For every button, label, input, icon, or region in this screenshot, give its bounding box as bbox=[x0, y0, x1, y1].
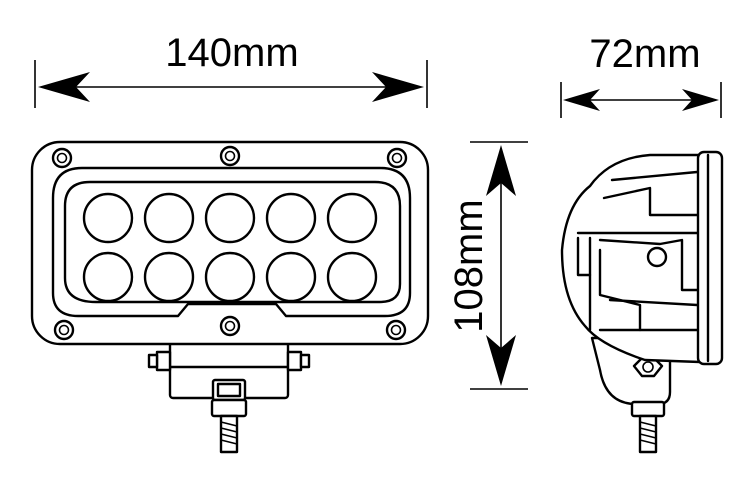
screw-icon bbox=[385, 319, 407, 341]
led-lens bbox=[326, 192, 378, 244]
width-label: 140mm bbox=[165, 31, 298, 75]
height-label: 108mm bbox=[447, 199, 491, 332]
side-vent-hole bbox=[646, 246, 668, 268]
led-lens bbox=[265, 251, 317, 303]
led-lens bbox=[143, 251, 195, 303]
led-lens bbox=[204, 251, 256, 303]
screw-icon bbox=[386, 147, 408, 169]
front-mount-bolt bbox=[210, 378, 248, 454]
depth-label: 72mm bbox=[589, 32, 700, 76]
side-heatsink-fins bbox=[576, 170, 699, 332]
width-dimension: 140mm bbox=[34, 31, 428, 108]
screw-icon bbox=[219, 145, 241, 167]
screw-icon bbox=[51, 147, 73, 169]
front-lens-frame bbox=[51, 166, 412, 318]
front-view bbox=[30, 140, 430, 454]
width-arrow-left bbox=[38, 72, 90, 102]
height-arrow-bottom bbox=[486, 335, 516, 386]
led-lens bbox=[326, 251, 378, 303]
depth-arrow-left bbox=[563, 89, 600, 111]
led-lens bbox=[82, 251, 134, 303]
height-arrow-top bbox=[486, 145, 516, 196]
led-lens bbox=[143, 192, 195, 244]
led-lens bbox=[265, 192, 317, 244]
front-reflector-window bbox=[63, 180, 402, 304]
side-mount-bolt bbox=[630, 400, 666, 454]
led-lens bbox=[204, 192, 256, 244]
screw-icon bbox=[53, 319, 75, 341]
width-arrow-right bbox=[372, 72, 424, 102]
depth-dimension: 72mm bbox=[560, 32, 722, 118]
screw-icon bbox=[219, 315, 241, 337]
led-lens bbox=[82, 192, 134, 244]
height-dimension: 108mm bbox=[447, 141, 528, 390]
side-view bbox=[560, 150, 724, 454]
side-housing bbox=[560, 153, 702, 364]
depth-arrow-right bbox=[682, 89, 719, 111]
side-front-bezel bbox=[696, 150, 724, 366]
